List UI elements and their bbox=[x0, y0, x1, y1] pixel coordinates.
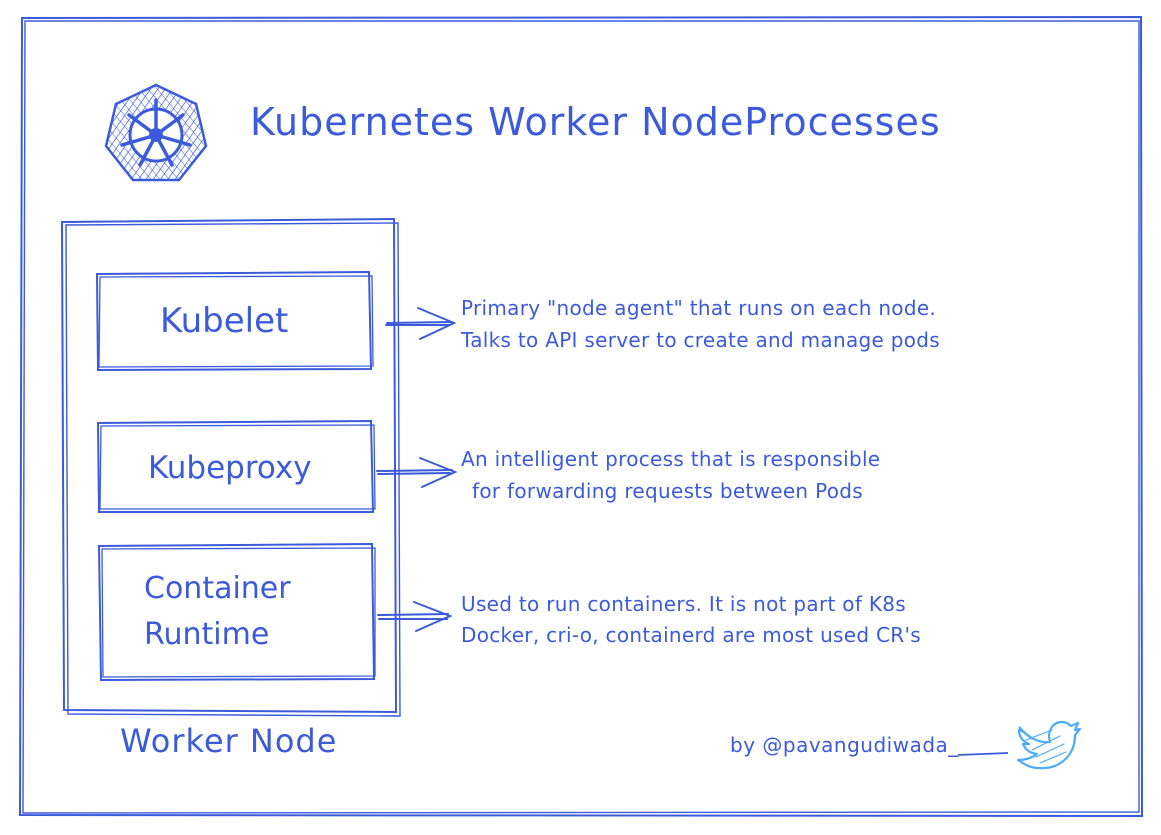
container-runtime-label-line-1: Container bbox=[144, 571, 291, 606]
kubelet-arrow bbox=[385, 307, 457, 340]
kubernetes-helm-wheel-icon bbox=[104, 83, 208, 182]
kubeproxy-description-line-1: An intelligent process that is responsib… bbox=[461, 447, 881, 471]
kubelet-box bbox=[95, 270, 374, 372]
container-runtime-box bbox=[97, 542, 376, 682]
diagram-title: Kubernetes Worker NodeProcesses bbox=[250, 100, 941, 144]
container-runtime-arrow bbox=[377, 601, 453, 632]
kubeproxy-description-line-2: for forwarding requests between Pods bbox=[472, 479, 863, 503]
author-credit: by @pavangudiwada_ bbox=[730, 733, 959, 757]
twitter-bird-icon bbox=[1016, 720, 1082, 770]
kubelet-description-line-2: Talks to API server to create and manage… bbox=[461, 328, 941, 352]
container-runtime-description-line-2: Docker, cri-o, containerd are most used … bbox=[461, 623, 921, 647]
container-runtime-description-line-1: Used to run containers. It is not part o… bbox=[461, 592, 906, 616]
credit-underline bbox=[957, 752, 1009, 756]
worker-node-caption: Worker Node bbox=[120, 722, 338, 760]
kubeproxy-label: Kubeproxy bbox=[148, 450, 312, 486]
kubelet-description-line-1: Primary "node agent" that runs on each n… bbox=[461, 296, 937, 320]
kubelet-label: Kubelet bbox=[160, 301, 289, 341]
kubeproxy-arrow bbox=[376, 457, 458, 488]
outer-frame bbox=[18, 15, 1144, 818]
worker-node-box bbox=[60, 217, 401, 717]
kubeproxy-box bbox=[96, 419, 376, 513]
container-runtime-label-line-2: Runtime bbox=[144, 617, 270, 652]
